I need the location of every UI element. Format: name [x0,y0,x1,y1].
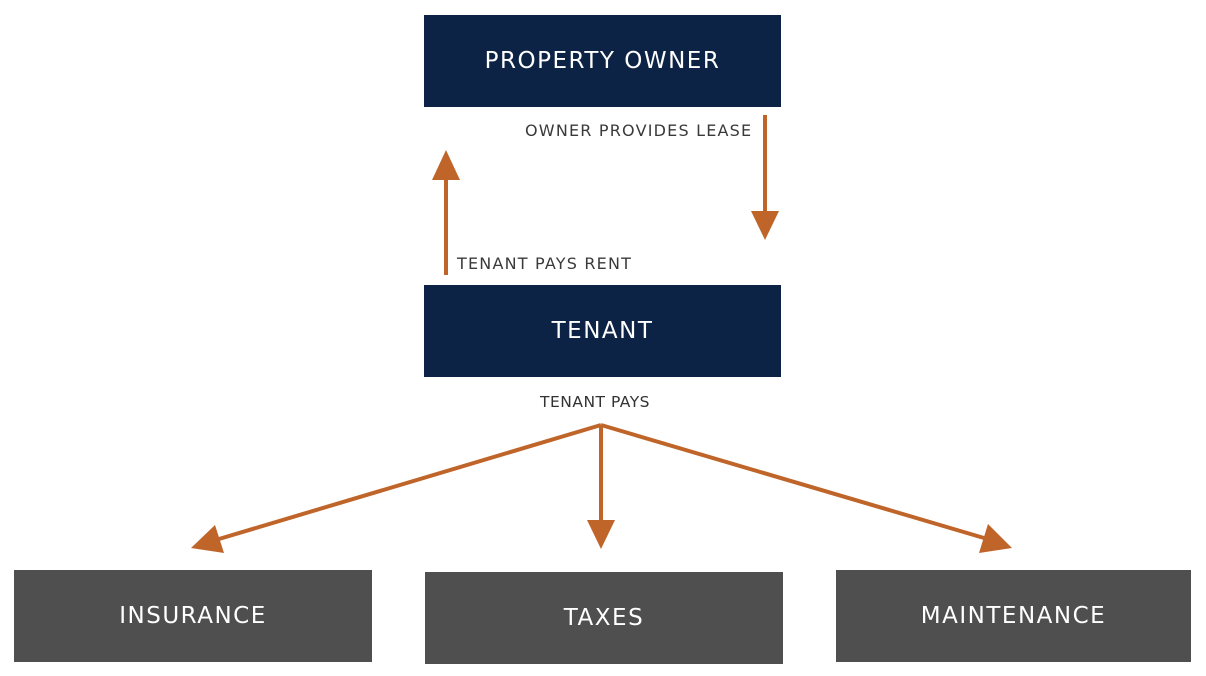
tenant-label: TENANT [551,318,654,344]
arrow-to-insurance [191,423,602,553]
tenant-node: TENANT [424,285,781,377]
arrow-to-taxes [587,425,615,549]
arrow-owner-provides-lease [751,115,779,240]
arrow-to-maintenance [600,423,1012,553]
property-owner-label: PROPERTY OWNER [484,48,721,74]
maintenance-label: MAINTENANCE [920,603,1107,629]
insurance-label: INSURANCE [119,603,267,629]
owner-provides-lease-label: OWNER PROVIDES LEASE [525,121,753,140]
property-owner-node: PROPERTY OWNER [424,15,781,107]
insurance-node: INSURANCE [14,570,372,662]
tenant-pays-label: TENANT PAYS [540,393,651,411]
taxes-label: TAXES [563,605,645,631]
maintenance-node: MAINTENANCE [836,570,1191,662]
tenant-pays-rent-label: TENANT PAYS RENT [457,254,633,273]
taxes-node: TAXES [425,572,783,664]
arrow-tenant-pays-rent [432,150,460,275]
